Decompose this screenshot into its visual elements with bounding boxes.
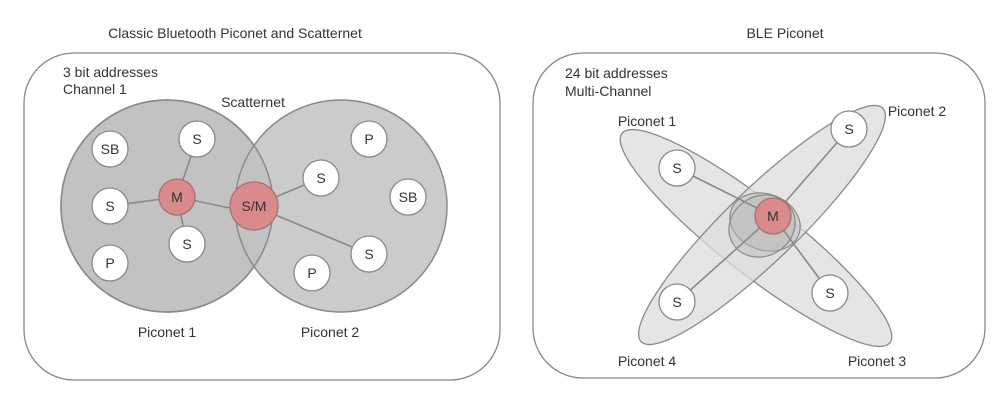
svg-text:S: S	[672, 294, 681, 310]
node-slave: S	[91, 187, 129, 225]
ble-panel: 24 bit addresses Multi-Channel Piconet 1…	[532, 52, 986, 379]
node-standby: SB	[91, 130, 129, 168]
node-master: M	[158, 178, 196, 216]
node-slave: S	[350, 235, 388, 273]
svg-text:S/M: S/M	[242, 198, 267, 214]
svg-text:M: M	[767, 208, 779, 224]
ble-piconet-3-label: Piconet 3	[848, 353, 907, 369]
ble-node-slave: S	[830, 110, 868, 148]
svg-text:S: S	[182, 236, 191, 252]
node-slave-master: S/M	[229, 181, 279, 231]
node-parked: P	[350, 120, 388, 158]
ble-node-master: M	[754, 197, 792, 235]
classic-note-addresses: 3 bit addresses	[63, 64, 158, 80]
node-slave: S	[168, 225, 206, 263]
ble-piconet-1-label: Piconet 1	[618, 113, 677, 129]
ble-piconet-4-label: Piconet 4	[618, 353, 677, 369]
ble-note-addresses: 24 bit addresses	[565, 65, 668, 81]
svg-text:SB: SB	[101, 141, 120, 157]
classic-panel: 3 bit addresses Channel 1 Scatternet Pic…	[23, 52, 501, 381]
ble-node-slave: S	[658, 283, 696, 321]
svg-text:M: M	[171, 189, 183, 205]
scatternet-label: Scatternet	[221, 94, 285, 110]
node-standby: SB	[389, 178, 427, 216]
piconet-1-label: Piconet 1	[138, 324, 197, 340]
svg-text:S: S	[316, 170, 325, 186]
node-parked: P	[293, 254, 331, 292]
node-parked: P	[91, 244, 129, 282]
svg-text:P: P	[105, 255, 114, 271]
node-slave: S	[302, 159, 340, 197]
ble-node-slave: S	[658, 149, 696, 187]
svg-text:S: S	[844, 121, 853, 137]
node-slave: S	[178, 120, 216, 158]
svg-text:S: S	[364, 246, 373, 262]
svg-text:S: S	[672, 160, 681, 176]
svg-text:S: S	[105, 198, 114, 214]
svg-text:P: P	[364, 131, 373, 147]
classic-note-channel: Channel 1	[63, 81, 127, 97]
svg-text:SB: SB	[399, 189, 418, 205]
piconet-2-label: Piconet 2	[301, 324, 360, 340]
ble-title: BLE Piconet	[746, 25, 823, 41]
svg-text:S: S	[825, 285, 834, 301]
ble-note-channel: Multi-Channel	[565, 83, 651, 99]
classic-title: Classic Bluetooth Piconet and Scatternet	[108, 25, 362, 41]
ble-piconet-2-label: Piconet 2	[888, 103, 947, 119]
ble-node-slave: S	[811, 274, 849, 312]
svg-text:S: S	[192, 131, 201, 147]
svg-text:P: P	[307, 265, 316, 281]
